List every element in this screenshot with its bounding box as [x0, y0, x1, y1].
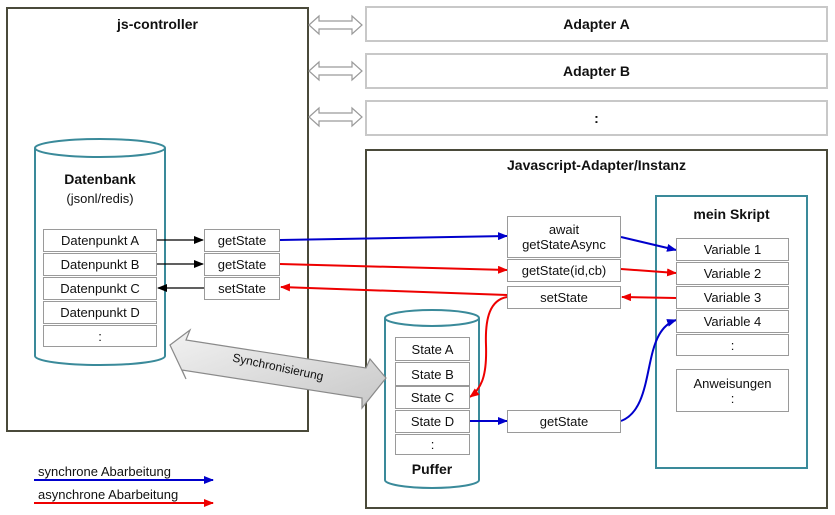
- datapoint-c: Datenpunkt C: [43, 277, 157, 300]
- state-c: State C: [395, 386, 470, 409]
- adapter-link-arrows: [308, 14, 363, 128]
- controller-getstate-2: getState: [204, 253, 280, 276]
- variable-1: Variable 1: [676, 238, 789, 261]
- await-label: await: [548, 222, 580, 237]
- state-d: State D: [395, 410, 470, 433]
- datapoint-b: Datenpunkt B: [43, 253, 157, 276]
- getstateasync-label: getStateAsync: [522, 237, 606, 252]
- variable-2: Variable 2: [676, 262, 789, 285]
- setstate-to-setstate-arrow: [280, 283, 508, 296]
- variable3-to-setstate-arrow: [621, 293, 677, 302]
- await-getstateasync-box: await getStateAsync: [507, 216, 621, 258]
- adapter-more: :: [365, 100, 828, 136]
- javascript-adapter-title: Javascript-Adapter/Instanz: [507, 157, 686, 173]
- statements-box: Anweisungen :: [676, 369, 789, 412]
- getstate-to-idcb-arrow: [279, 263, 508, 274]
- adapter-a: Adapter A: [365, 6, 828, 42]
- state-b: State B: [395, 362, 470, 386]
- legend-async-text: asynchrone Abarbeitung: [38, 487, 179, 502]
- getstate-idcb-box: getState(id,cb): [507, 259, 621, 282]
- idcb-to-variable2-arrow: [620, 268, 677, 277]
- mein-skript-title: mein Skript: [693, 206, 770, 222]
- variable-more: :: [676, 334, 789, 356]
- setstate-to-statec-arrow: [469, 296, 508, 398]
- controller-getstate-1: getState: [204, 229, 280, 252]
- datapoint-a: Datenpunkt A: [43, 229, 157, 252]
- getstate-to-variable4-arrow: [620, 319, 677, 422]
- legend-sync-text: synchrone Abarbeitung: [38, 464, 171, 479]
- variable-3: Variable 3: [676, 286, 789, 309]
- js-controller-title: js-controller: [117, 16, 198, 32]
- variable-4: Variable 4: [676, 310, 789, 333]
- adapter-setstate-box: setState: [507, 286, 621, 309]
- controller-setstate: setState: [204, 277, 280, 300]
- getstate-to-await-arrow: [279, 232, 508, 241]
- statements-label: Anweisungen: [693, 375, 772, 391]
- buffer-title: Puffer: [411, 461, 453, 477]
- sync-arrow: [169, 328, 387, 410]
- datapoint-d: Datenpunkt D: [43, 301, 157, 324]
- statements-more: :: [730, 390, 735, 406]
- state-a: State A: [395, 337, 470, 361]
- await-to-variable1-arrow: [620, 236, 677, 252]
- database-subtitle: (jsonl/redis): [66, 191, 134, 206]
- datapoint-more: :: [43, 325, 157, 347]
- adapter-getstate-box: getState: [507, 410, 621, 433]
- state-more: :: [395, 434, 470, 455]
- database-title: Datenbank: [64, 171, 136, 187]
- adapter-b: Adapter B: [365, 53, 828, 89]
